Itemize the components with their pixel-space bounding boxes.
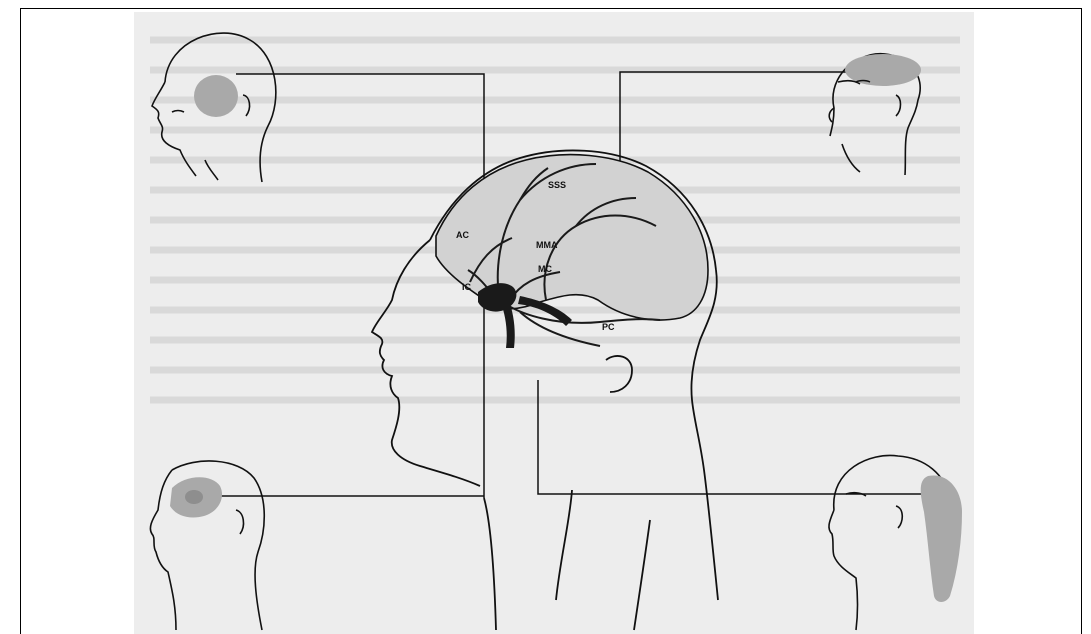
label-mma: MMA <box>536 240 558 250</box>
label-ac: AC <box>456 230 469 240</box>
label-ic: IC <box>462 282 472 292</box>
label-sss: SSS <box>548 180 566 190</box>
label-mc: MC <box>538 264 552 274</box>
pain-area-occipital <box>921 475 962 602</box>
pain-area-temporal <box>194 75 238 117</box>
pain-area-orbital-core <box>185 490 203 504</box>
label-pc: PC <box>602 322 615 332</box>
